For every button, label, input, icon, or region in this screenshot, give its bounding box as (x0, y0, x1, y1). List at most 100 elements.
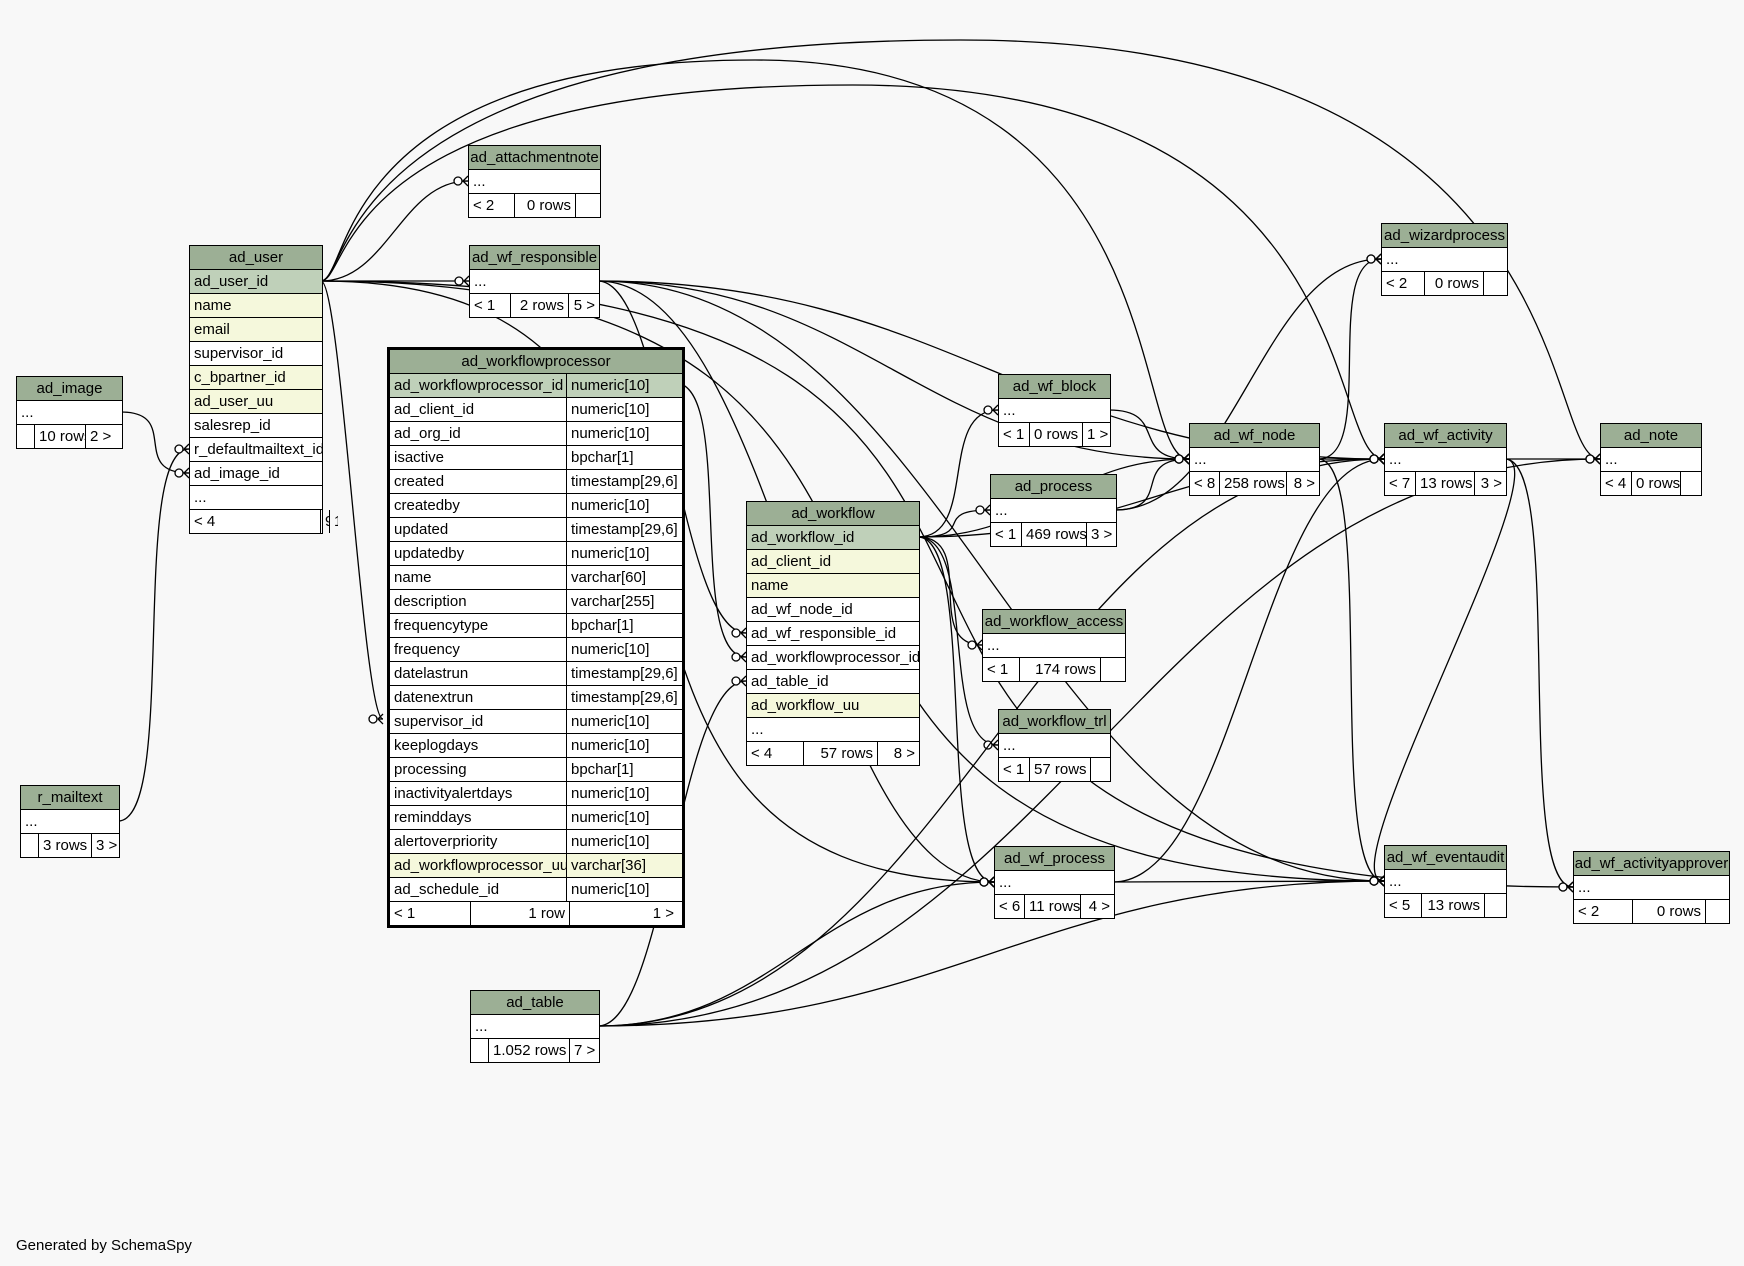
children-link[interactable]: 8 > (877, 742, 919, 765)
children-link[interactable]: 3 > (1474, 472, 1506, 495)
column-row[interactable]: ad_user_uu (190, 390, 322, 414)
column-row[interactable]: ad_client_id (747, 550, 919, 574)
parents-link[interactable]: < 1 (1003, 761, 1025, 778)
column-row[interactable]: ... (991, 499, 1116, 523)
children-link[interactable]: 8 > (1286, 472, 1319, 495)
table-header[interactable]: ad_wf_activityapprover (1574, 852, 1729, 876)
parents-link[interactable]: < 2 (1578, 903, 1600, 920)
children-link[interactable] (1705, 900, 1729, 923)
table-header[interactable]: ad_wf_block (999, 375, 1110, 399)
parents-link[interactable] (471, 1039, 488, 1062)
column-row[interactable]: ... (1601, 448, 1701, 472)
column-row[interactable]: ... (999, 734, 1110, 758)
table-header[interactable]: ad_wf_activity (1385, 424, 1506, 448)
children-link[interactable] (1090, 758, 1110, 781)
column-row[interactable]: ad_workflow_id (747, 526, 919, 550)
parents-link[interactable] (17, 425, 34, 448)
column-row[interactable]: name (190, 294, 322, 318)
children-link[interactable]: 3 > (91, 834, 119, 857)
parents-link[interactable]: < 1 (394, 905, 416, 922)
parents-link[interactable]: < 4 (1605, 475, 1627, 492)
column-row[interactable]: ad_image_id (190, 462, 322, 486)
table-header[interactable]: ad_table (471, 991, 599, 1015)
column-row[interactable]: ... (747, 718, 919, 742)
column-row[interactable]: ad_workflow_uu (747, 694, 919, 718)
table-header[interactable]: ad_attachmentnote (469, 146, 600, 170)
column-row[interactable]: ad_wf_responsible_id (747, 622, 919, 646)
parents-link[interactable]: < 1 (987, 661, 1009, 678)
parents-link[interactable]: < 6 (999, 898, 1021, 915)
column-row[interactable]: ... (983, 634, 1125, 658)
parents-link[interactable]: < 7 (1389, 475, 1411, 492)
children-link[interactable] (1100, 658, 1125, 681)
parents-link[interactable]: < 2 (1386, 275, 1408, 292)
column-row[interactable]: ad_table_id (747, 670, 919, 694)
column-row[interactable]: ... (995, 871, 1114, 895)
children-link[interactable]: 3 > (1086, 523, 1116, 546)
column-row[interactable]: email (190, 318, 322, 342)
table-header[interactable]: ad_process (991, 475, 1116, 499)
column-row[interactable]: r_defaultmailtext_id (190, 438, 322, 462)
column-row[interactable]: ... (1385, 448, 1506, 472)
column-row[interactable]: ad_user_id (190, 270, 322, 294)
column-row[interactable]: ... (999, 399, 1110, 423)
children-link[interactable]: 1 > (569, 902, 678, 925)
table-header[interactable]: ad_wf_responsible (470, 246, 599, 270)
children-link[interactable]: 1 > (1082, 423, 1110, 446)
children-link[interactable] (1484, 894, 1506, 917)
column-row[interactable]: ... (17, 401, 122, 425)
table-header[interactable]: ad_wf_eventaudit (1385, 846, 1506, 870)
column-row[interactable]: ... (1382, 248, 1507, 272)
table-header[interactable]: ad_workflow (747, 502, 919, 526)
column-row[interactable]: supervisor_id (190, 342, 322, 366)
column-row[interactable]: ... (190, 486, 322, 510)
table-header[interactable]: ad_workflow_access (983, 610, 1125, 634)
table-header[interactable]: ad_wf_node (1190, 424, 1319, 448)
children-link[interactable]: 4 > (1080, 895, 1114, 918)
parents-link[interactable]: < 1 (1003, 426, 1025, 443)
table-header[interactable]: ad_user (190, 246, 322, 270)
column-row[interactable]: ... (469, 170, 600, 194)
column-row[interactable]: salesrep_id (190, 414, 322, 438)
children-link[interactable]: 11 > (329, 510, 338, 533)
column-row[interactable]: ad_workflowprocessor_id (747, 646, 919, 670)
table-header[interactable]: ad_note (1601, 424, 1701, 448)
children-link[interactable] (1680, 472, 1701, 495)
column-row[interactable]: ... (21, 810, 119, 834)
column-row[interactable]: c_bpartner_id (190, 366, 322, 390)
table-header[interactable]: ad_wizardprocess (1382, 224, 1507, 248)
table-ad-image[interactable]: ad_image...10 rows2 > (16, 376, 123, 449)
parents-link[interactable]: < 8 (1194, 475, 1216, 492)
